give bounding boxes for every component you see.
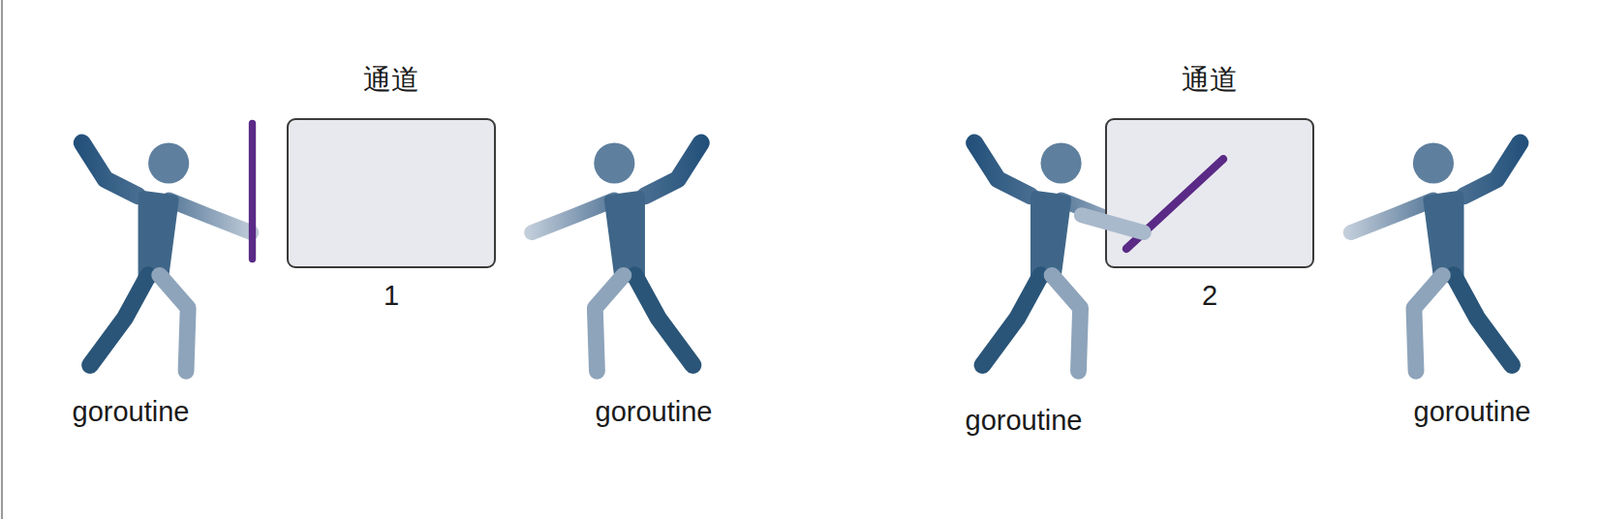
channel-box: 通道1 (286, 118, 496, 269)
goroutine-label: goroutine (72, 398, 190, 427)
channel-number-text: 2 (1201, 279, 1218, 311)
channel-heading: 通道 (1181, 65, 1238, 94)
channel-heading-text: 通道 (363, 63, 420, 95)
goroutine-figure (82, 142, 252, 371)
goroutine-label: goroutine (1414, 398, 1532, 427)
channel-heading-text: 通道 (1181, 63, 1238, 95)
goroutine-label-text: goroutine (72, 396, 190, 428)
channel-box: 通道2 (1105, 118, 1315, 269)
channel-number-text: 1 (383, 279, 400, 311)
goroutine-label: goroutine (595, 398, 713, 427)
data-stick (1126, 158, 1224, 249)
goroutine-hand (1081, 215, 1144, 233)
goroutine-label: goroutine (965, 406, 1083, 435)
channel-number: 2 (1201, 281, 1218, 310)
goroutine-label-text: goroutine (1414, 396, 1532, 428)
goroutine-label-text: goroutine (965, 404, 1083, 436)
goroutine-label-text: goroutine (595, 396, 713, 428)
goroutine-figure (1351, 142, 1521, 371)
goroutine-figure (531, 142, 702, 371)
channel-heading: 通道 (363, 65, 420, 94)
data-stick (248, 123, 256, 259)
channel-number: 1 (383, 281, 400, 310)
